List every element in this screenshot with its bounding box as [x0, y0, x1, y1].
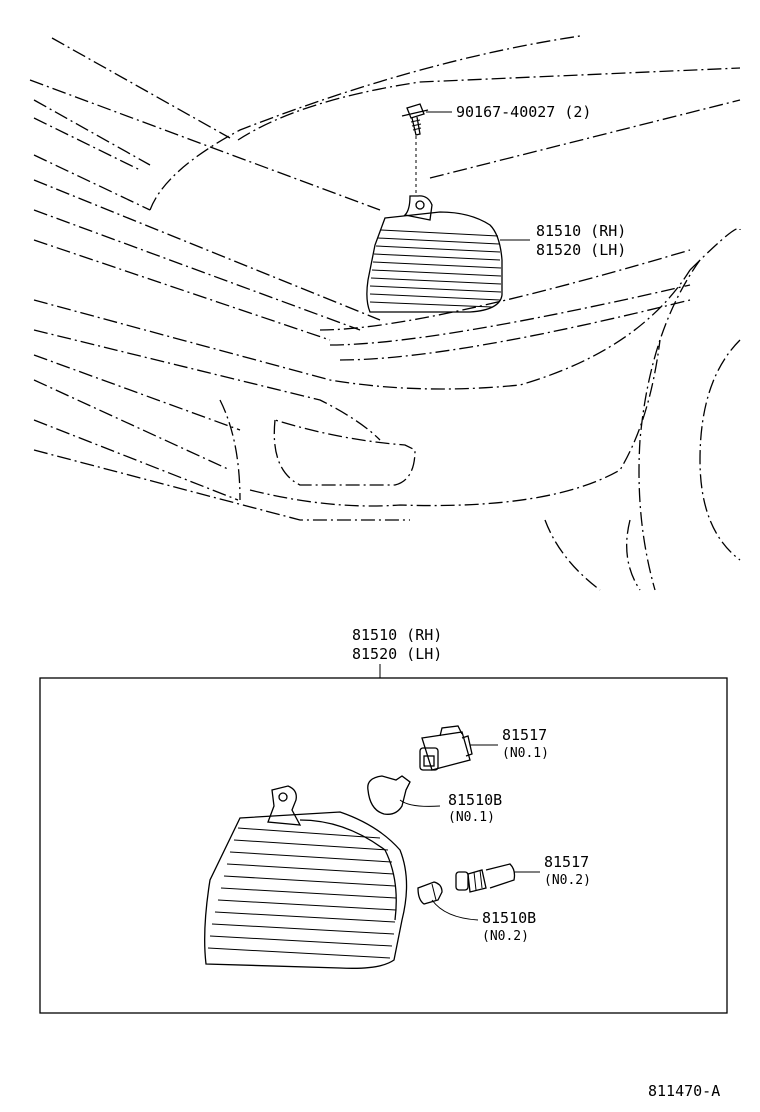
bulb-no2-part-label: 81510B [482, 909, 536, 927]
socket-no2-note: (N0.2) [544, 873, 591, 888]
vehicle-body-outline [29, 35, 741, 591]
lamp-housing-icon [204, 785, 408, 969]
bulb-no2-leader [431, 899, 479, 921]
socket-no2-part-label: 81517 [544, 853, 589, 871]
socket-no1-part-label: 81517 [502, 726, 547, 744]
bulb-no2-icon [417, 881, 443, 905]
assembly-frame [39, 677, 728, 1014]
lamp-top-rh-label: 81510 (RH) [536, 222, 626, 240]
socket-no1-icon [419, 725, 473, 771]
bulb-no1-part-label: 81510B [448, 791, 502, 809]
bulb-no1-icon [367, 775, 411, 815]
screw-part-label: 90167-40027 (2) [456, 103, 591, 121]
figure-id: 811470-A [648, 1082, 720, 1100]
bulb-no1-note: (N0.1) [448, 810, 495, 825]
screw-icon [401, 103, 429, 196]
bulb-no2-note: (N0.2) [482, 929, 529, 944]
assembly-lh-label: 81520 (LH) [352, 645, 442, 663]
socket-no2-icon [455, 863, 516, 893]
clearance-lamp-installed-icon [366, 195, 503, 313]
assembly-rh-label: 81510 (RH) [352, 626, 442, 644]
bulb-no1-leader [399, 799, 441, 807]
socket-no1-note: (N0.1) [502, 746, 549, 761]
lamp-top-lh-label: 81520 (LH) [536, 241, 626, 259]
